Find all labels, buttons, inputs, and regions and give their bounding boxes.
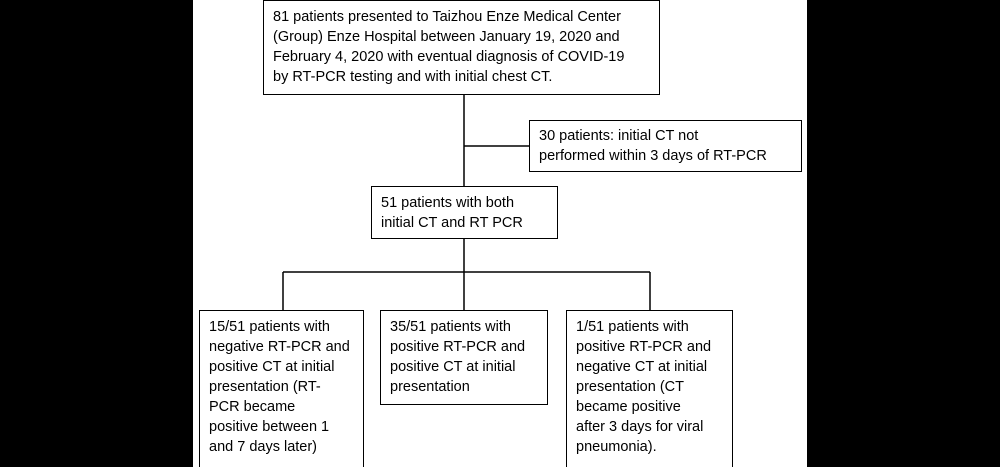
enrolled-patients-box: 81 patients presented to Taizhou Enze Me… xyxy=(263,0,660,95)
excluded-patients-box: 30 patients: initial CT not performed wi… xyxy=(529,120,802,172)
positive-pcr-negative-ct-box: 1/51 patients with positive RT-PCR and n… xyxy=(566,310,733,467)
positive-pcr-positive-ct-box: 35/51 patients with positive RT-PCR and … xyxy=(380,310,548,405)
negative-pcr-positive-ct-box: 15/51 patients with negative RT-PCR and … xyxy=(199,310,364,467)
included-patients-box: 51 patients with both initial CT and RT … xyxy=(371,186,558,239)
